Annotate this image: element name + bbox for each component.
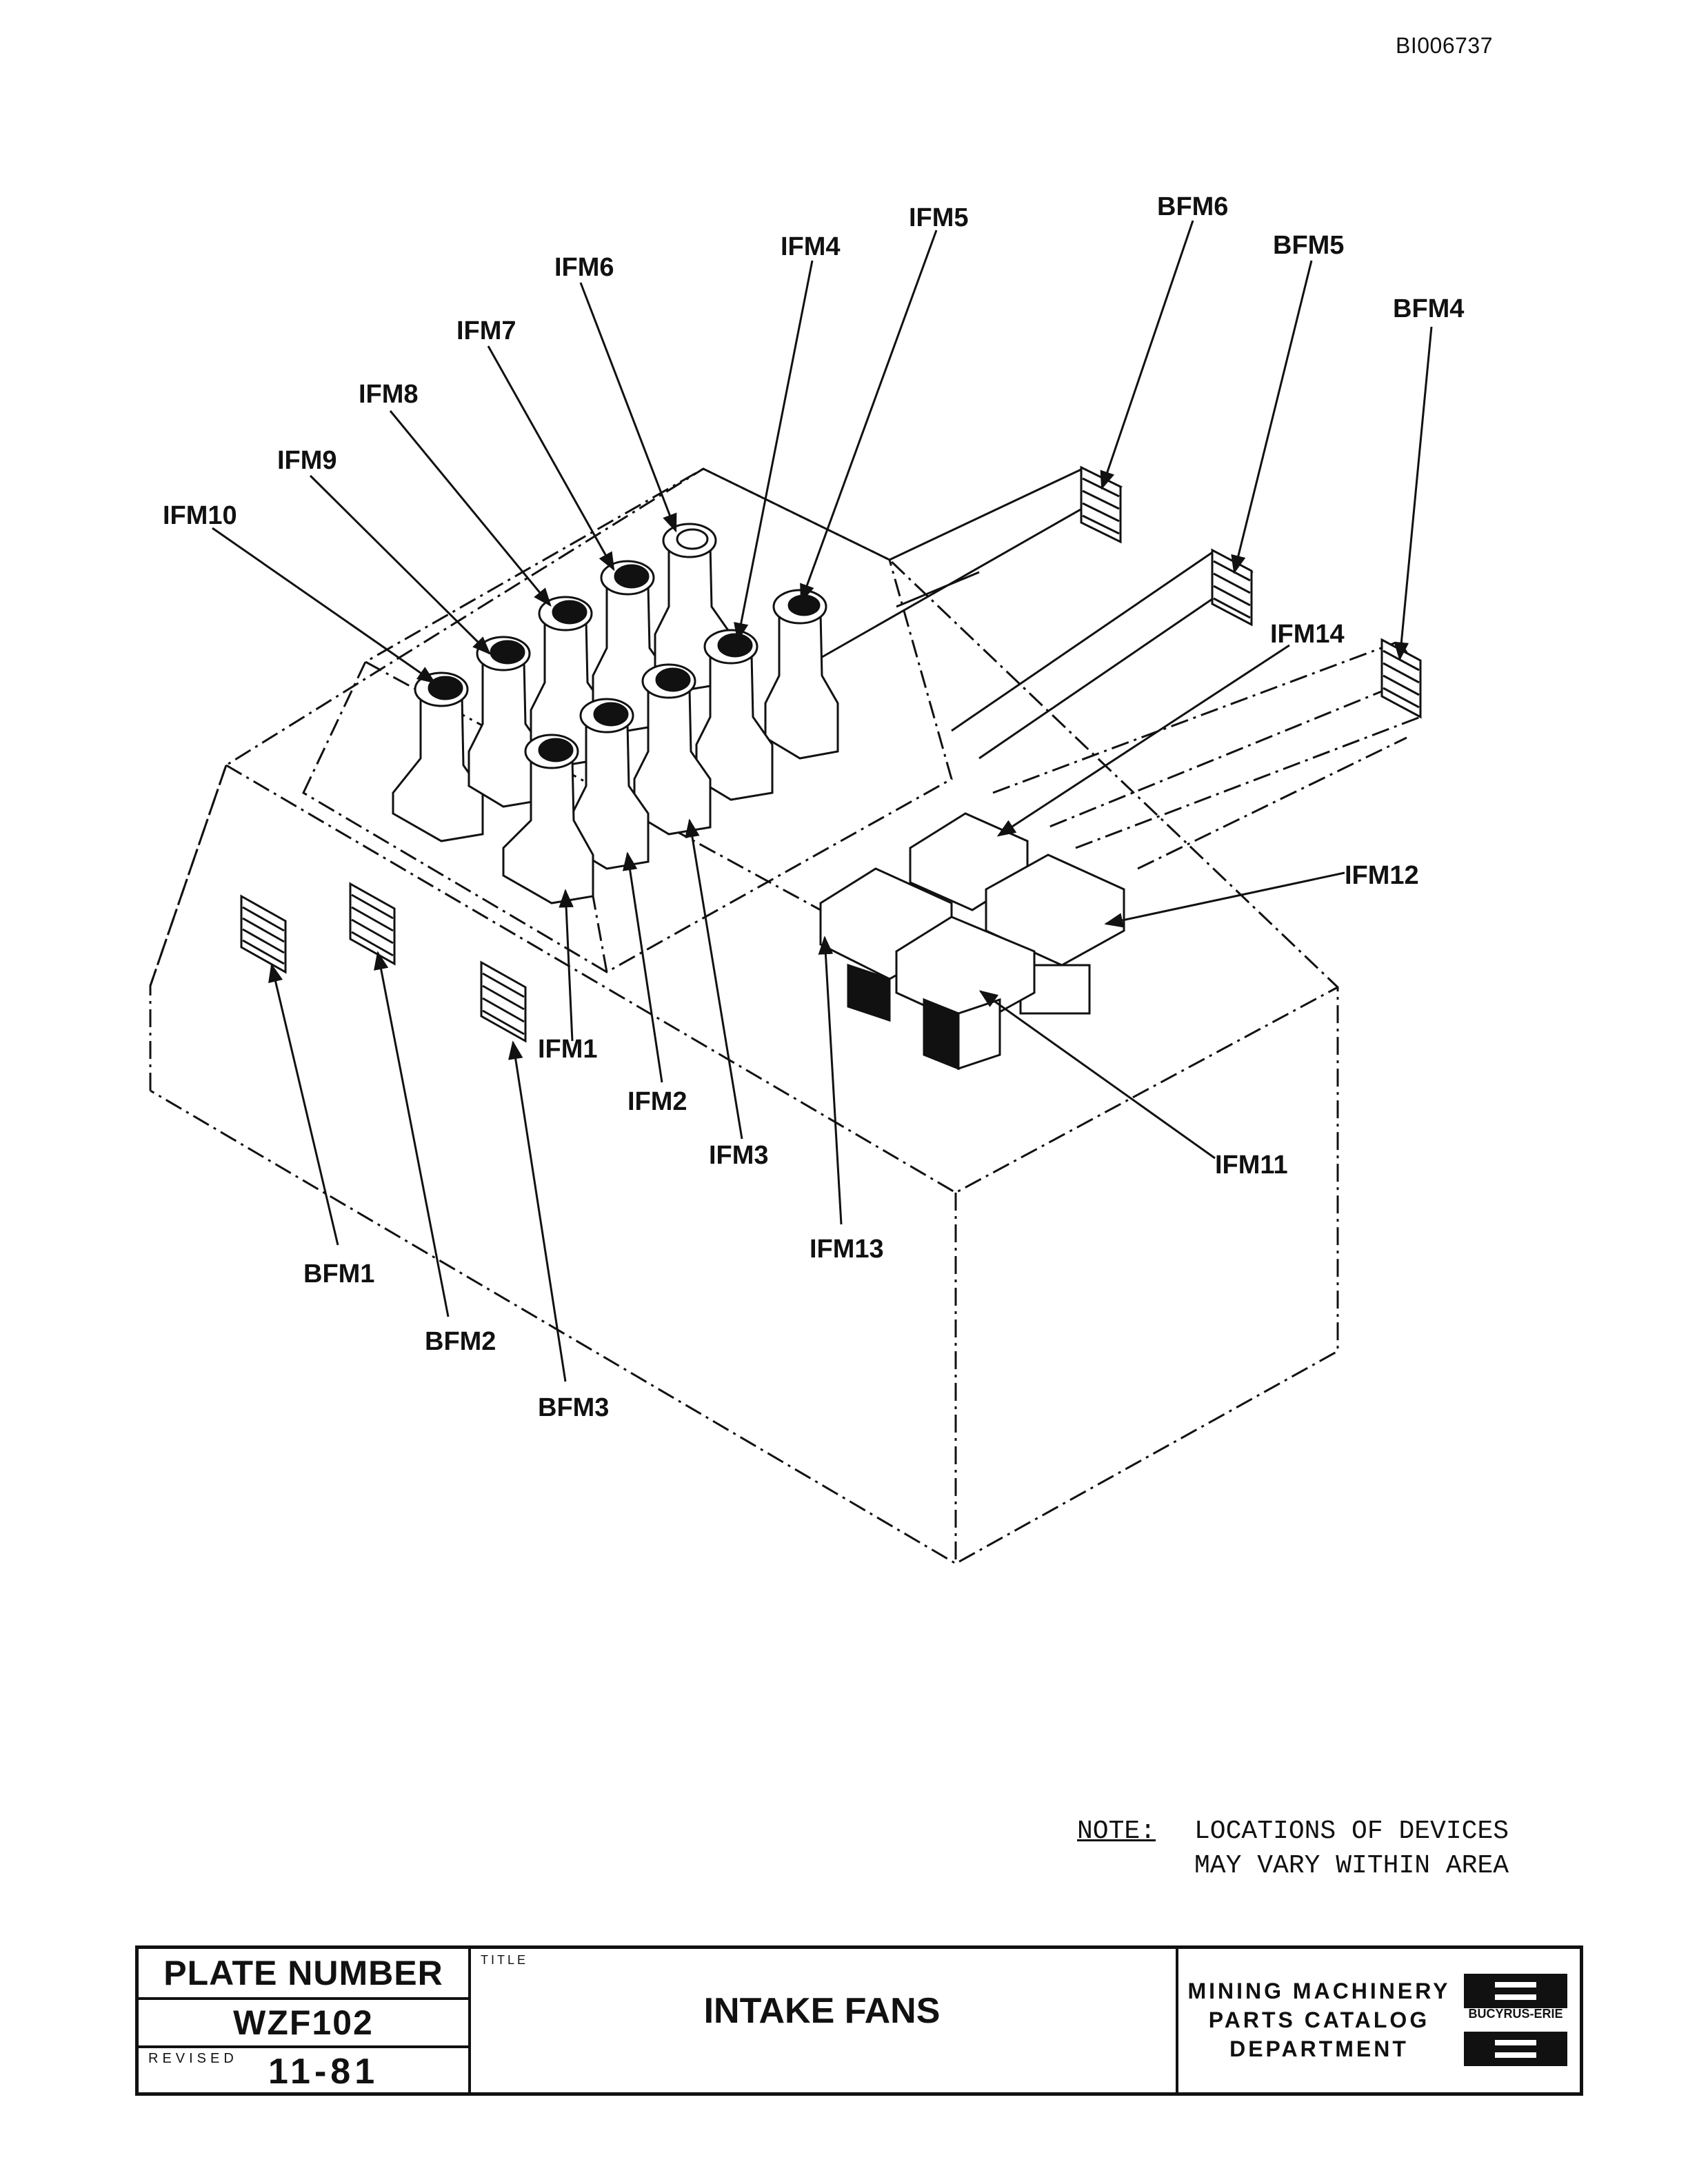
label-ifm12: IFM12 — [1345, 861, 1419, 890]
intake-fan-stacks — [392, 523, 839, 904]
note-line-1: LOCATIONS OF DEVICES — [1194, 1817, 1509, 1846]
revised-value: 11-81 — [268, 2052, 379, 2092]
box-fan-ifm11 — [895, 916, 1036, 1071]
logo-text: BUCYRUS-ERIE — [1468, 2007, 1563, 2021]
dept-line-1: MINING MACHINERY — [1187, 1979, 1451, 2003]
label-bfm4: BFM4 — [1393, 294, 1464, 323]
revised-label: REVISED — [148, 2051, 238, 2066]
label-ifm2: IFM2 — [627, 1087, 687, 1116]
grille-bfm1 — [240, 894, 287, 974]
title-label: TITLE — [481, 1953, 529, 1967]
location-note: NOTE: LOCATIONS OF DEVICES MAY VARY WITH… — [1077, 1814, 1509, 1881]
label-ifm13: IFM13 — [810, 1235, 884, 1264]
fan-ifm2 — [571, 698, 650, 870]
label-bfm3: BFM3 — [538, 1393, 609, 1422]
label-ifm8: IFM8 — [359, 380, 419, 409]
plate-cell: PLATE NUMBER WZF102 REVISED 11-81 — [139, 1949, 471, 2092]
louvre-grilles — [240, 465, 1422, 1043]
fan-ifm3 — [633, 663, 712, 836]
department-name: MINING MACHINERY PARTS CATALOG DEPARTMEN… — [1181, 1976, 1457, 2063]
note-label: NOTE: — [1077, 1817, 1156, 1846]
grille-bfm2 — [349, 882, 396, 966]
label-ifm6: IFM6 — [554, 253, 614, 282]
label-ifm1: IFM1 — [538, 1035, 598, 1064]
label-bfm2: BFM2 — [425, 1327, 496, 1356]
callout-labels: IFM10 IFM9 IFM8 IFM7 IFM6 IFM4 IFM5 BFM6… — [163, 192, 1464, 1422]
grille-bfm6 — [1080, 465, 1122, 544]
plate-number-label: PLATE NUMBER — [139, 1949, 468, 2000]
document-id: BI006737 — [1396, 33, 1494, 58]
label-bfm6: BFM6 — [1157, 192, 1228, 221]
label-ifm11: IFM11 — [1215, 1151, 1288, 1180]
dept-line-3: DEPARTMENT — [1229, 2036, 1409, 2061]
plate-title: INTAKE FANS — [703, 1991, 941, 2031]
label-ifm7: IFM7 — [456, 316, 516, 345]
grille-bfm3 — [480, 960, 527, 1043]
fan-ifm5 — [764, 589, 839, 760]
dept-line-2: PARTS CATALOG — [1208, 2008, 1430, 2032]
label-bfm1: BFM1 — [303, 1260, 374, 1288]
label-ifm10: IFM10 — [163, 501, 237, 530]
note-line-2: MAY VARY WITHIN AREA — [1194, 1851, 1509, 1881]
box-fans — [819, 812, 1125, 1071]
label-ifm5: IFM5 — [909, 203, 969, 232]
label-ifm4: IFM4 — [781, 232, 841, 261]
label-ifm14: IFM14 — [1270, 620, 1345, 649]
bucyrus-erie-logo — [1464, 1974, 1567, 2066]
leader-lines — [212, 220, 1433, 1382]
label-bfm5: BFM5 — [1273, 231, 1344, 260]
department-cell: MINING MACHINERY PARTS CATALOG DEPARTMEN… — [1176, 1949, 1582, 2092]
grille-bfm5 — [1211, 548, 1253, 627]
title-block: PLATE NUMBER WZF102 REVISED 11-81 TITLE … — [135, 1945, 1583, 2096]
plate-number: WZF102 — [139, 2000, 468, 2048]
fan-ifm10 — [392, 671, 484, 842]
label-ifm3: IFM3 — [709, 1141, 769, 1170]
box-fan-ifm12 — [985, 853, 1125, 1015]
label-ifm9: IFM9 — [277, 446, 337, 475]
